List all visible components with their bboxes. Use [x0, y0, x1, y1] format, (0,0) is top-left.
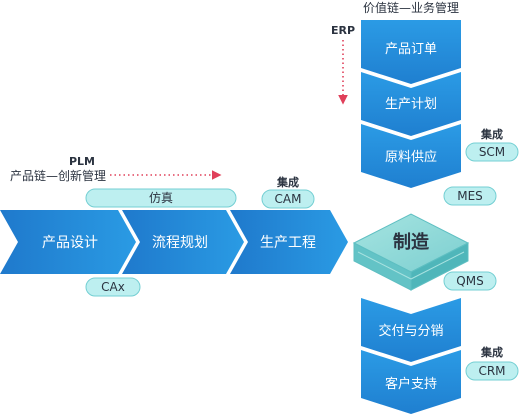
pill-mes-label: MES — [457, 189, 483, 203]
pill-cam: CAM — [261, 189, 315, 209]
scm-integration-label: 集成 — [480, 127, 503, 141]
crm-integration-label: 集成 — [480, 345, 503, 359]
step-delivery-label: 交付与分销 — [378, 323, 443, 339]
pill-mes: MES — [443, 186, 497, 206]
vertical-step-supply: 原料供应 — [361, 124, 461, 188]
horizontal-step-design: 产品设计 — [0, 210, 136, 274]
pill-simulation: 仿真 — [85, 188, 237, 208]
pill-qms: QMS — [443, 271, 497, 291]
vertical-step-support: 客户支持 — [361, 350, 461, 414]
step-engineering-label: 生产工程 — [260, 235, 316, 251]
pill-cax-label: CAx — [101, 280, 125, 294]
vertical-step-order: 产品订单 — [361, 20, 461, 84]
cam-integration-label: 集成 — [276, 175, 299, 189]
pill-cax: CAx — [85, 277, 141, 297]
pill-crm: CRM — [465, 361, 519, 381]
vertical-step-plan: 生产计划 — [361, 72, 461, 136]
pill-cam-label: CAM — [275, 192, 302, 206]
pill-scm: SCM — [465, 142, 519, 162]
value-chain-title: 价值链—业务管理 — [363, 0, 459, 15]
pill-crm-label: CRM — [478, 364, 505, 378]
plm-sublabel: 产品链—创新管理 — [10, 168, 106, 183]
pill-simulation-label: 仿真 — [149, 191, 173, 205]
pill-qms-label: QMS — [456, 274, 483, 288]
step-supply-label: 原料供应 — [385, 149, 437, 165]
step-design-label: 产品设计 — [42, 235, 98, 251]
pill-scm-label: SCM — [479, 145, 505, 159]
plm-label: PLM — [69, 155, 95, 168]
horizontal-step-process: 流程规划 — [122, 210, 244, 274]
step-support-label: 客户支持 — [385, 376, 437, 392]
manufacturing-label: 制造 — [393, 231, 429, 253]
manufacturing-cube: 制造 — [352, 213, 470, 291]
vertical-step-delivery: 交付与分销 — [361, 298, 461, 362]
step-order-label: 产品订单 — [385, 42, 437, 57]
horizontal-step-engineering: 生产工程 — [230, 210, 348, 274]
erp-label: ERP — [331, 24, 355, 37]
step-plan-label: 生产计划 — [385, 97, 437, 112]
step-process-label: 流程规划 — [152, 235, 208, 251]
